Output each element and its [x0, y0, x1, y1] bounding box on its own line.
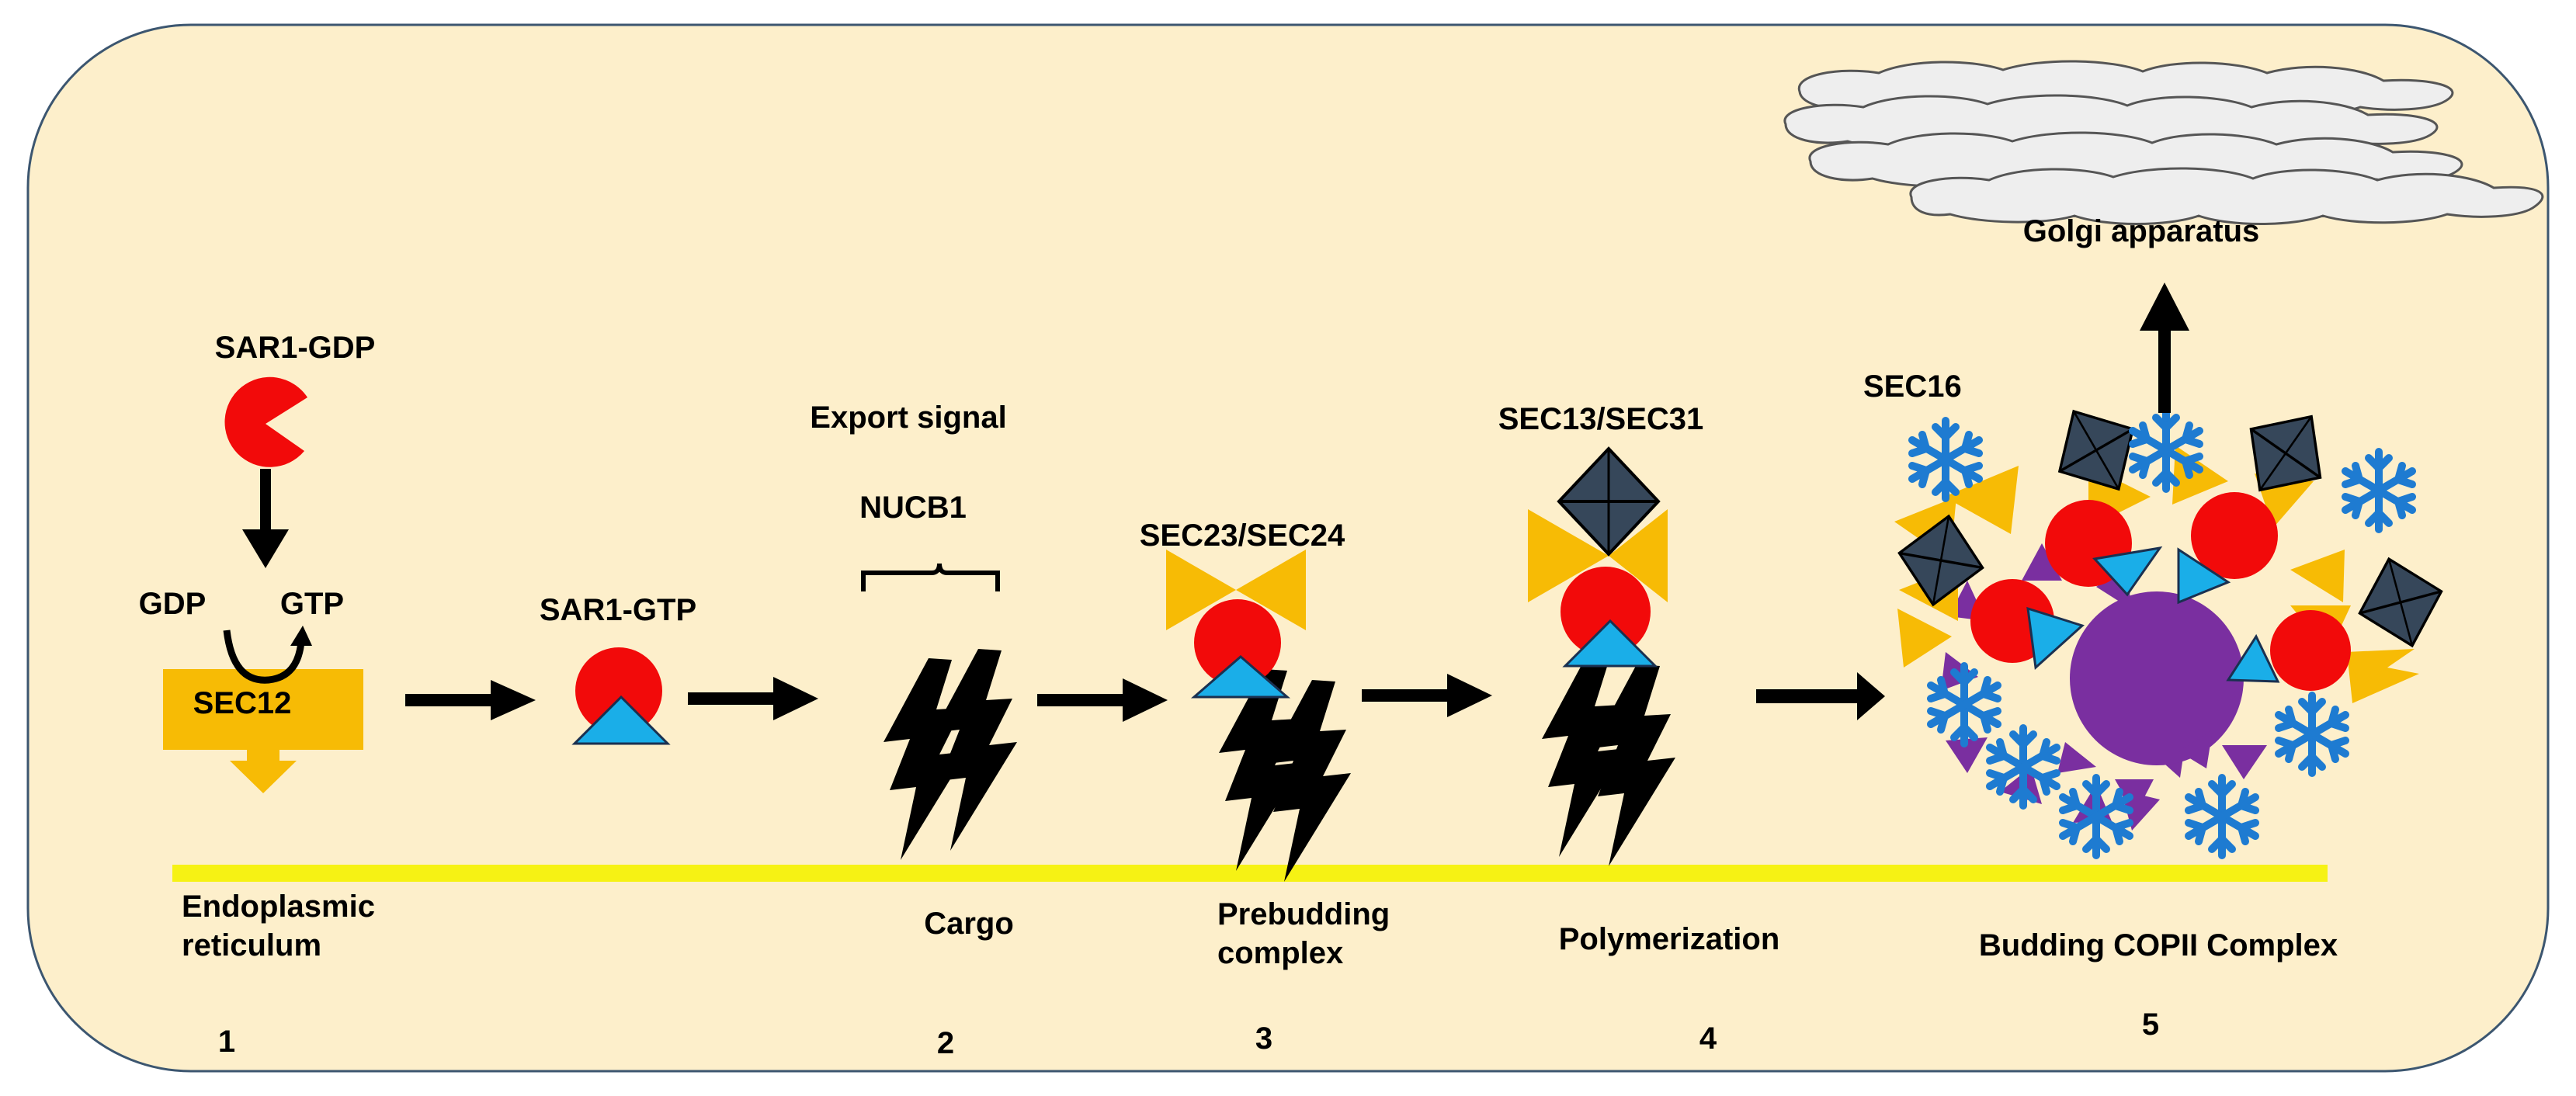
- label-er-line2: reticulum: [182, 928, 322, 962]
- sec23-sec24-bowtie: [1166, 550, 1236, 630]
- label-sec12: SEC12: [193, 686, 292, 720]
- up-arrow-icon: [2140, 283, 2189, 413]
- label-er-line1: Endoplasmic: [182, 890, 375, 924]
- label-prebudding-line1: Prebudding: [1217, 897, 1390, 931]
- label-export-signal: Export signal: [810, 401, 1007, 435]
- step-number-1: 1: [217, 1025, 236, 1059]
- nucb1-bracket: [861, 563, 1000, 591]
- label-sec23-sec24: SEC23/SEC24: [1139, 519, 1345, 553]
- flow-arrow-3-icon: [1037, 678, 1168, 722]
- flow-arrow-2-icon: [688, 677, 818, 720]
- label-budding-copii: Budding COPII Complex: [1978, 928, 2338, 962]
- step-number-4: 4: [1699, 1021, 1717, 1056]
- polymerization-shape: [1528, 447, 1675, 866]
- exchange-arrow-icon: [223, 626, 312, 684]
- label-prebudding-line2: complex: [1217, 936, 1344, 970]
- label-polymerization: Polymerization: [1558, 922, 1780, 956]
- label-sec16: SEC16: [1863, 369, 1962, 404]
- flow-arrow-1-icon: [405, 680, 536, 720]
- sar1-gtp-shape: [575, 647, 662, 734]
- label-sec13-sec31: SEC13/SEC31: [1498, 402, 1704, 436]
- copii-vesicle: [2070, 591, 2244, 765]
- flow-arrow-5-icon: [1756, 672, 1885, 720]
- label-sar1-gtp: SAR1-GTP: [539, 593, 697, 627]
- step-number-3: 3: [1255, 1021, 1273, 1056]
- gtp-triangle: [571, 695, 671, 745]
- sec12-down-arrow-icon: [230, 761, 297, 793]
- budding-copii-shape: [1890, 389, 2455, 855]
- golgi-apparatus-shape: [1783, 60, 2544, 225]
- cell-background: [26, 23, 2550, 1073]
- label-sar1-gdp: SAR1-GDP: [214, 331, 376, 365]
- flow-arrow-4-icon: [1362, 674, 1492, 717]
- er-membrane: [172, 865, 2328, 882]
- label-golgi-apparatus: Golgi apparatus: [2022, 214, 2260, 248]
- down-arrow-icon: [242, 469, 289, 568]
- label-gtp: GTP: [279, 587, 345, 621]
- label-nucb1: NUCB1: [859, 491, 967, 525]
- label-gdp: GDP: [138, 587, 207, 621]
- sar1-gdp-shape: [224, 376, 307, 467]
- label-cargo: Cargo: [924, 907, 1014, 941]
- prebudding-complex-shape: [1166, 550, 1351, 882]
- step-number-2: 2: [936, 1026, 955, 1060]
- step-number-5: 5: [2141, 1008, 2160, 1042]
